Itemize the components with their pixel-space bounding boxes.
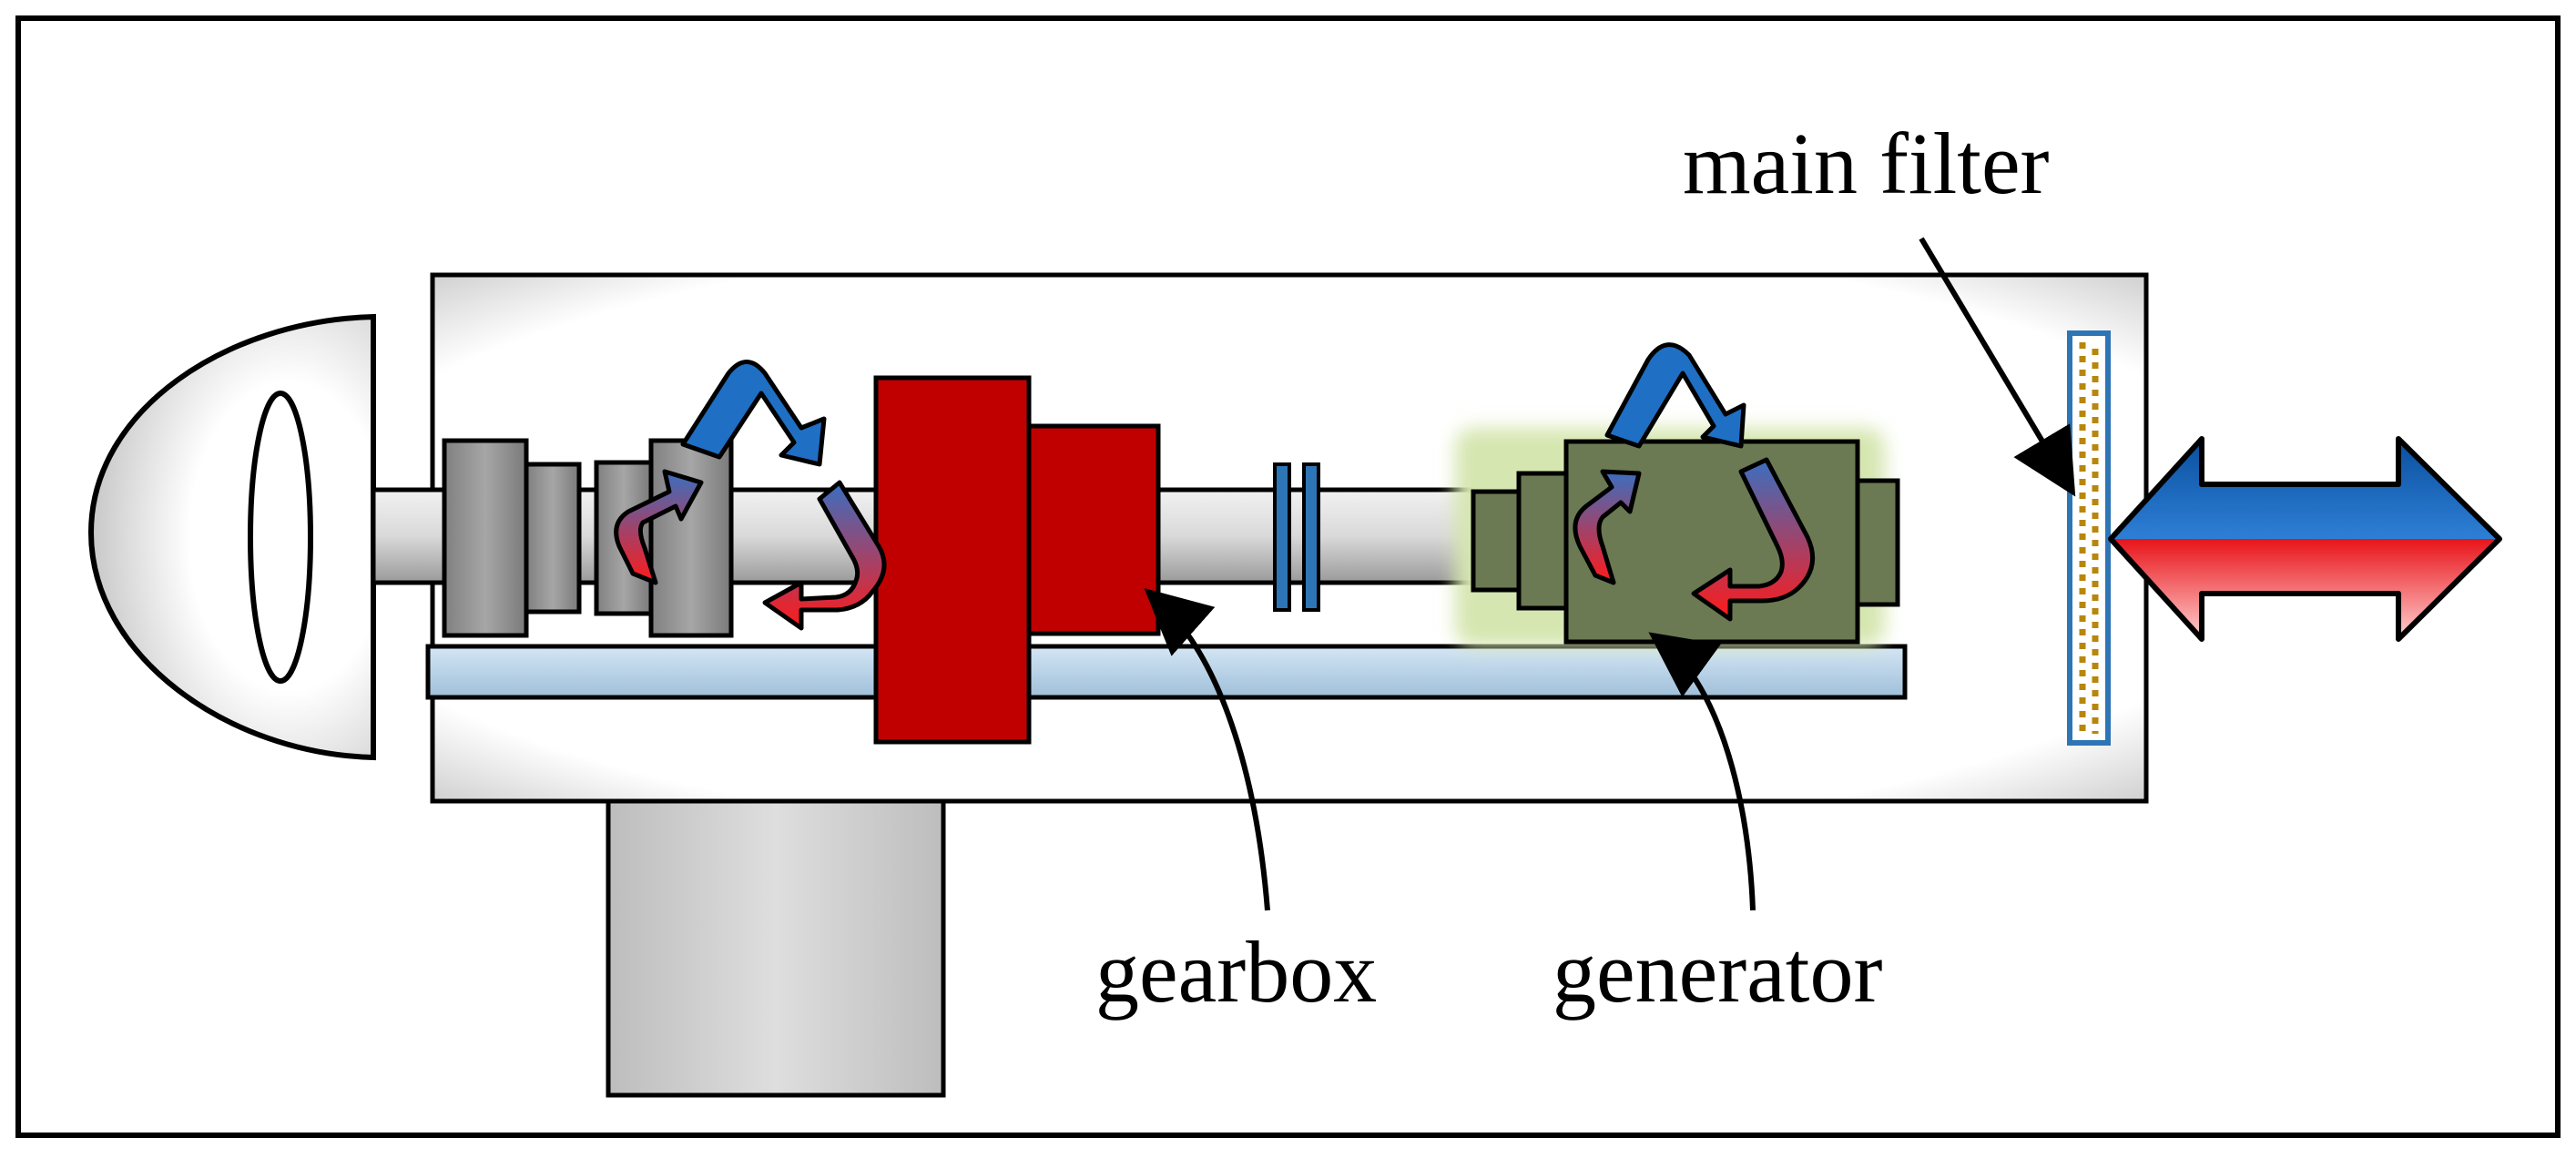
- recirculation-arrows-icon: [614, 360, 887, 631]
- double-headed-arrow-icon: [2108, 436, 2502, 642]
- gearbox-label: gearbox: [1095, 923, 1377, 1021]
- tower: [606, 797, 946, 1098]
- rotor-hub-opening: [248, 391, 313, 684]
- base-frame: [425, 644, 1908, 700]
- main-filter-label: main filter: [1683, 115, 2050, 212]
- recirculation-arrows-icon: [1573, 342, 1816, 622]
- coupling: [1273, 462, 1320, 612]
- generator-leader-line: [1648, 632, 1756, 911]
- rotor-hub: [87, 313, 376, 761]
- main-filter-leader-line: [1919, 237, 2076, 497]
- generator: [1455, 428, 1900, 646]
- leader-lines: [1144, 237, 2076, 911]
- main-filter: [2067, 330, 2111, 746]
- generator-label: generator: [1553, 923, 1882, 1021]
- gearbox: [873, 375, 1161, 745]
- gearbox-leader-line: [1144, 588, 1270, 911]
